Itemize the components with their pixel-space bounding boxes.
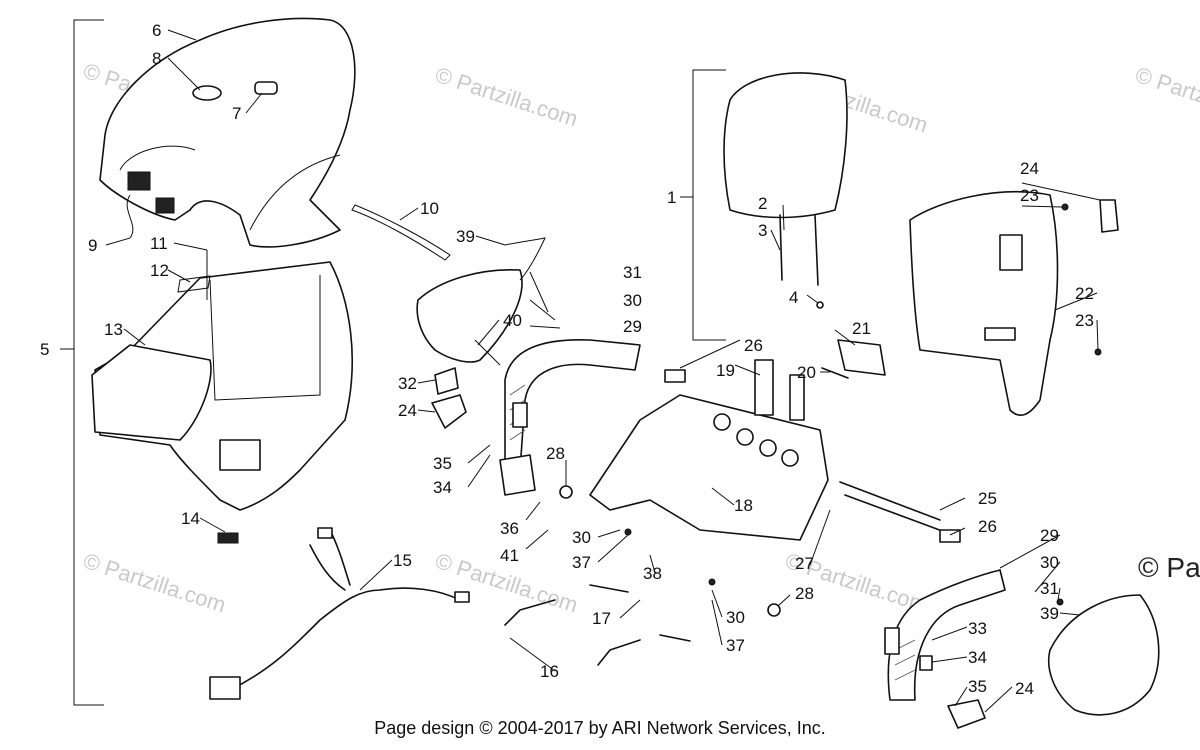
callout-8: 8 (152, 49, 162, 68)
callout-11: 11 (150, 234, 168, 253)
callout-5: 5 (40, 340, 50, 359)
callout-38: 38 (643, 564, 662, 583)
callout-13: 13 (104, 320, 123, 339)
callout-23: 23 (1075, 311, 1094, 330)
callout-4: 4 (789, 288, 799, 307)
callout-10: 10 (420, 199, 439, 218)
callout-21: 21 (852, 319, 871, 338)
callout-24: 24 (1020, 159, 1039, 178)
callout-24: 24 (1015, 679, 1034, 698)
callout-9: 9 (88, 236, 98, 255)
callout-12: 12 (150, 261, 169, 280)
page-footer: Page design © 2004-2017 by ARI Network S… (374, 718, 826, 738)
callout-28: 28 (546, 444, 565, 463)
callout-25: 25 (978, 489, 997, 508)
callout-14: 14 (181, 509, 200, 528)
callout-36: 36 (500, 519, 519, 538)
callout-28: 28 (795, 584, 814, 603)
callout-2: 2 (758, 194, 768, 213)
callout-26: 26 (978, 517, 997, 536)
callout-34: 34 (433, 478, 452, 497)
callout-29: 29 (623, 317, 642, 336)
callout-24: 24 (398, 401, 417, 420)
callout-30: 30 (726, 608, 745, 627)
callout-16: 16 (540, 662, 559, 681)
callout-34: 34 (968, 648, 987, 667)
callout-41: 41 (500, 546, 519, 565)
callout-30: 30 (623, 291, 642, 310)
callout-37: 37 (726, 636, 745, 655)
callout-31: 31 (1040, 579, 1059, 598)
callout-23: 23 (1020, 186, 1039, 205)
callout-31: 31 (623, 263, 642, 282)
callout-3: 3 (758, 221, 768, 240)
callout-19: 19 (716, 361, 735, 380)
callout-37: 37 (572, 553, 591, 572)
callout-30: 30 (1040, 553, 1059, 572)
callout-1: 1 (667, 188, 677, 207)
callout-22: 22 (1075, 284, 1094, 303)
callout-29: 29 (1040, 526, 1059, 545)
callout-6: 6 (152, 21, 162, 40)
callout-35: 35 (433, 454, 452, 473)
callout-32: 32 (398, 374, 417, 393)
callout-7: 7 (232, 104, 242, 123)
callout-39: 39 (456, 227, 475, 246)
callout-20: 20 (797, 363, 816, 382)
callout-17: 17 (592, 609, 611, 628)
callout-30: 30 (572, 528, 591, 547)
callout-39: 39 (1040, 604, 1059, 623)
callout-15: 15 (393, 551, 412, 570)
callout-33: 33 (968, 619, 987, 638)
callout-35: 35 (968, 677, 987, 696)
callout-40: 40 (503, 311, 522, 330)
callout-27: 27 (795, 554, 814, 573)
callout-18: 18 (734, 496, 753, 515)
watermark-edge: © Par (1138, 552, 1200, 583)
callout-26: 26 (744, 336, 763, 355)
